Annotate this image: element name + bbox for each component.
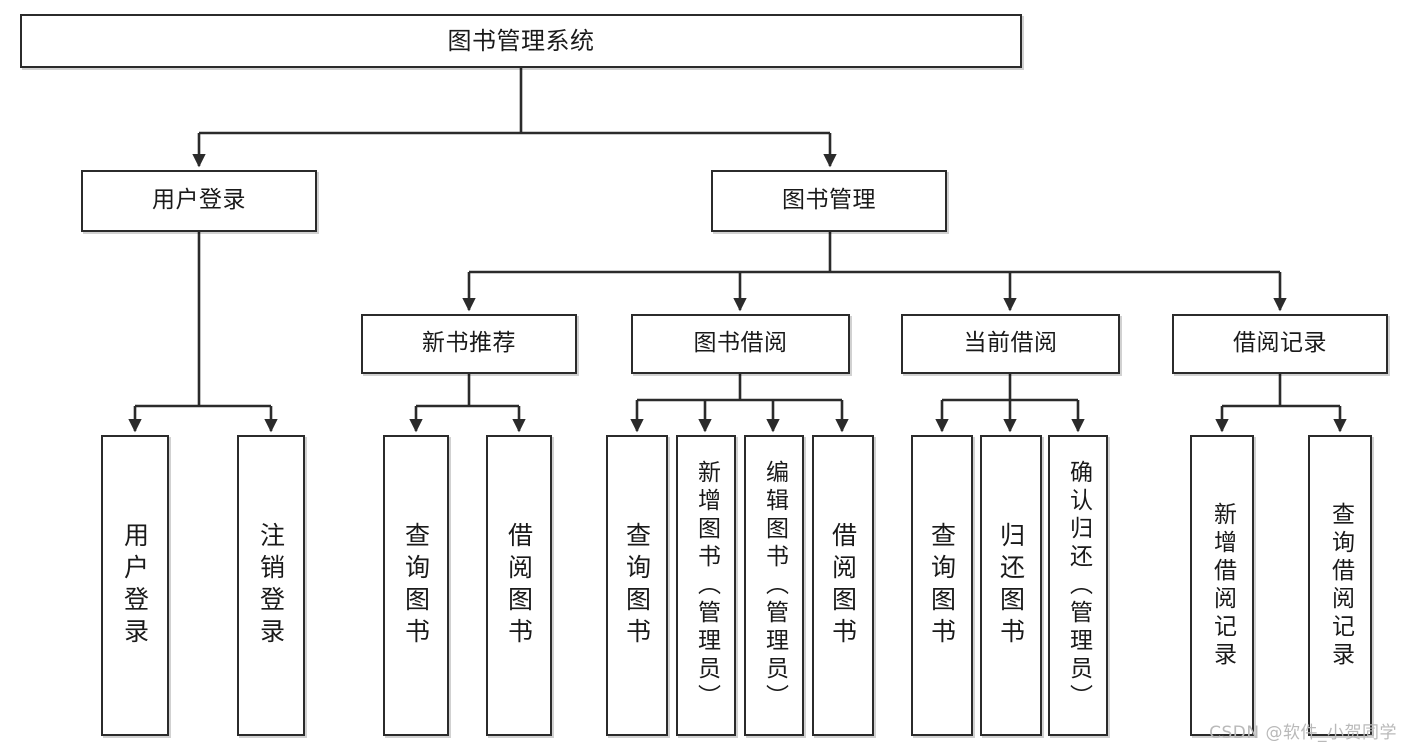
node-current-borrow[interactable]: 当前借阅 xyxy=(901,314,1120,374)
node-book-borrow[interactable]: 图书借阅 xyxy=(631,314,850,374)
node-label: 借阅图书 xyxy=(828,521,858,650)
node-label: 查询图书 xyxy=(622,521,652,650)
node-label: 确认归还（管理员） xyxy=(1065,459,1092,712)
node-label: 新增借阅记录 xyxy=(1209,501,1236,670)
node-label: 新增图书（管理员） xyxy=(693,459,720,712)
csdn-watermark: CSDN @软件_小贺同学 xyxy=(1209,723,1397,743)
node-new-book-recommend[interactable]: 新书推荐 xyxy=(361,314,577,374)
leaf-new-book-borrow[interactable]: 借阅图书 xyxy=(486,435,552,736)
leaf-new-book-query[interactable]: 查询图书 xyxy=(383,435,449,736)
node-root-system[interactable]: 图书管理系统 xyxy=(20,14,1022,68)
node-book-management[interactable]: 图书管理 xyxy=(711,170,947,232)
leaf-logout[interactable]: 注销登录 xyxy=(237,435,305,736)
node-label: 图书管理系统 xyxy=(447,26,595,55)
leaf-edit-book-admin[interactable]: 编辑图书（管理员） xyxy=(744,435,804,736)
leaf-confirm-return-admin[interactable]: 确认归还（管理员） xyxy=(1048,435,1108,736)
node-label: 注销登录 xyxy=(256,521,286,650)
node-label: 查询图书 xyxy=(401,521,431,650)
node-label: 图书借阅 xyxy=(693,330,788,357)
node-label: 查询图书 xyxy=(927,521,957,650)
node-borrow-record[interactable]: 借阅记录 xyxy=(1172,314,1388,374)
node-label: 用户登录 xyxy=(120,521,150,650)
node-label: 借阅记录 xyxy=(1233,330,1327,357)
node-label: 新书推荐 xyxy=(422,330,516,357)
node-label: 当前借阅 xyxy=(963,330,1058,357)
node-label: 归还图书 xyxy=(996,521,1026,650)
node-label: 图书管理 xyxy=(782,187,876,214)
leaf-add-borrow-record[interactable]: 新增借阅记录 xyxy=(1190,435,1254,736)
node-label: 查询借阅记录 xyxy=(1327,501,1354,670)
node-label: 用户登录 xyxy=(152,187,246,214)
leaf-borrow-book[interactable]: 借阅图书 xyxy=(812,435,874,736)
leaf-return-book[interactable]: 归还图书 xyxy=(980,435,1042,736)
leaf-query-borrow-record[interactable]: 查询借阅记录 xyxy=(1308,435,1372,736)
leaf-borrow-query-book[interactable]: 查询图书 xyxy=(606,435,668,736)
leaf-user-login[interactable]: 用户登录 xyxy=(101,435,169,736)
node-label: 借阅图书 xyxy=(504,521,534,650)
leaf-current-query-book[interactable]: 查询图书 xyxy=(911,435,973,736)
node-user-login[interactable]: 用户登录 xyxy=(81,170,317,232)
leaf-add-book-admin[interactable]: 新增图书（管理员） xyxy=(676,435,736,736)
node-label: 编辑图书（管理员） xyxy=(761,459,788,712)
